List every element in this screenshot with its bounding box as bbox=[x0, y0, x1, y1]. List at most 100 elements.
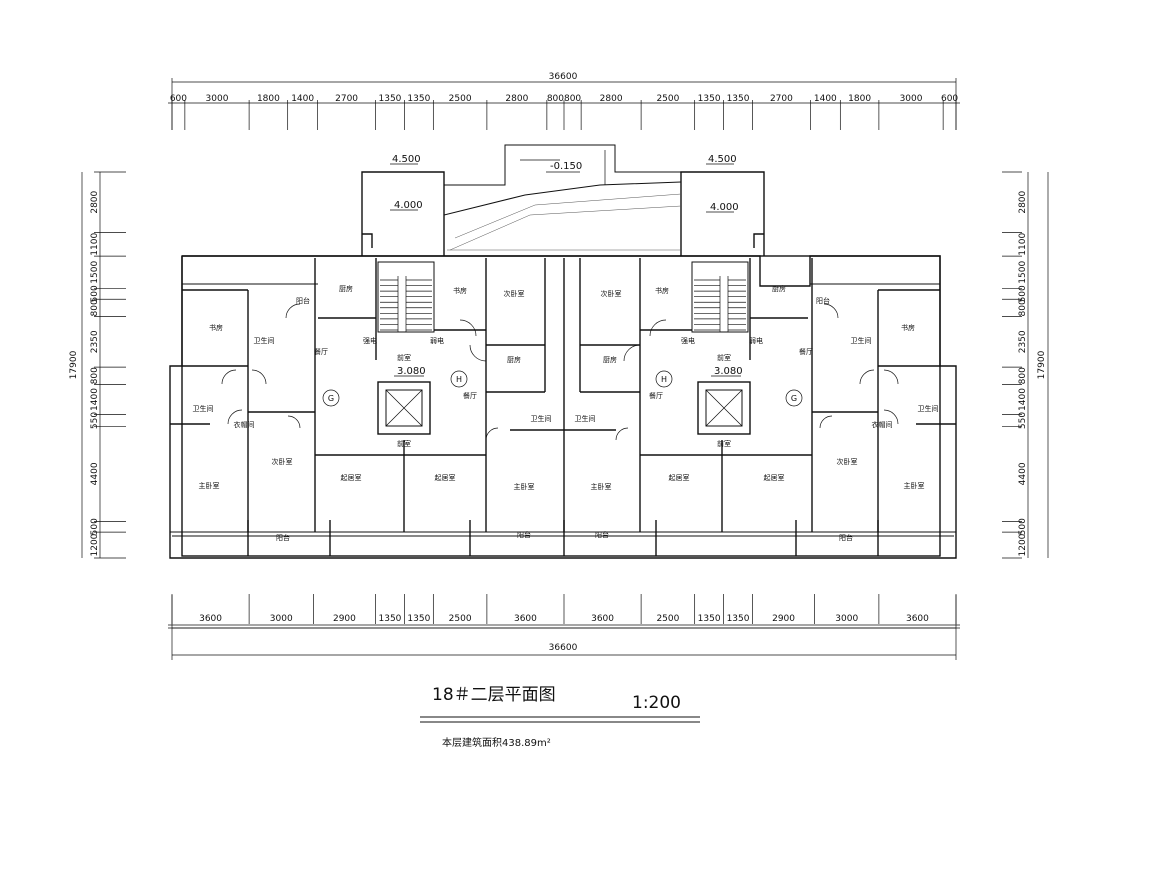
grid-marker-h-left: H bbox=[456, 375, 462, 384]
top-dimension-label: 1400 bbox=[291, 94, 314, 104]
top-dimension-label: 1800 bbox=[848, 94, 871, 104]
room-label: 书房 bbox=[209, 323, 223, 332]
grid-markers: G H H G bbox=[322, 370, 803, 407]
floor-area-note: 本层建筑面积438.89m² bbox=[442, 736, 551, 749]
bottom-dimension-label: 1350 bbox=[698, 614, 721, 624]
room-label: 厨房 bbox=[772, 284, 786, 293]
stair-core-right bbox=[691, 261, 751, 435]
right-dimension-label: 800 bbox=[1018, 299, 1028, 316]
level-roof-right: 4.500 bbox=[708, 154, 737, 165]
room-label: 次卧室 bbox=[504, 289, 525, 298]
bottom-dimension-label: 2500 bbox=[449, 614, 472, 624]
room-label: 餐厅 bbox=[463, 391, 477, 400]
room-label: 卫生间 bbox=[575, 414, 596, 423]
bottom-dimension-label: 3600 bbox=[591, 614, 614, 624]
right-total-dimension: 17900 bbox=[1037, 350, 1047, 379]
bottom-dimension-label: 1350 bbox=[407, 614, 430, 624]
top-dimension-label: 2700 bbox=[770, 94, 793, 104]
right-dimension-label: 1200 bbox=[1018, 533, 1028, 556]
room-label: 起居室 bbox=[764, 473, 785, 482]
room-label: 餐厅 bbox=[649, 391, 663, 400]
room-label: 书房 bbox=[453, 286, 467, 295]
level-stair-right: 3.080 bbox=[714, 366, 743, 377]
room-label: 阳台 bbox=[276, 533, 290, 542]
level-floor-left: 4.000 bbox=[394, 200, 423, 211]
room-labels: 书房 卫生间 厨房 阳台 餐厅 卫生间 衣帽间 主卧室 次卧室 起居室 阳台 书… bbox=[193, 284, 939, 542]
top-dimension-label: 2500 bbox=[656, 94, 679, 104]
room-label: 弱电 bbox=[749, 336, 763, 345]
room-label: 阳台 bbox=[816, 296, 830, 305]
top-dimension-label: 1350 bbox=[698, 94, 721, 104]
bottom-dimension-label: 2900 bbox=[333, 614, 356, 624]
drawing-scale: 1:200 bbox=[632, 693, 681, 713]
room-label: 阳台 bbox=[296, 296, 310, 305]
room-label: 书房 bbox=[655, 286, 669, 295]
room-label: 厨房 bbox=[339, 284, 353, 293]
top-dimension-label: 800 bbox=[547, 94, 564, 104]
room-label: 阳台 bbox=[595, 530, 609, 539]
right-dimension-label: 800 bbox=[1018, 367, 1028, 384]
room-label: 卫生间 bbox=[918, 404, 939, 413]
top-dimension-label: 1350 bbox=[727, 94, 750, 104]
interior-walls bbox=[170, 258, 956, 556]
room-label: 厨房 bbox=[603, 355, 617, 364]
room-label: 厨房 bbox=[507, 355, 521, 364]
room-label: 前室 bbox=[397, 439, 411, 448]
top-dimension-label: 3000 bbox=[206, 94, 229, 104]
room-label: 餐厅 bbox=[799, 347, 813, 356]
top-dimension-label: 1800 bbox=[257, 94, 280, 104]
top-dimension-label: 1350 bbox=[407, 94, 430, 104]
bottom-dimension-label: 3600 bbox=[199, 614, 222, 624]
left-dimension-label: 550 bbox=[90, 412, 100, 429]
room-label: 起居室 bbox=[435, 473, 456, 482]
room-label: 卫生间 bbox=[193, 404, 214, 413]
room-label: 强电 bbox=[681, 336, 695, 345]
left-dimension-label: 1400 bbox=[90, 388, 100, 411]
stair-core-left bbox=[377, 261, 435, 435]
left-dimension-label: 4400 bbox=[90, 462, 100, 485]
room-label: 主卧室 bbox=[904, 481, 925, 490]
top-dimension-label: 2800 bbox=[505, 94, 528, 104]
room-label: 阳台 bbox=[839, 533, 853, 542]
room-label: 衣帽间 bbox=[234, 420, 255, 429]
room-label: 起居室 bbox=[669, 473, 690, 482]
room-label: 主卧室 bbox=[199, 481, 220, 490]
right-dimension-label: 2350 bbox=[1018, 330, 1028, 353]
room-label: 次卧室 bbox=[272, 457, 293, 466]
bottom-dimension-label: 3600 bbox=[906, 614, 929, 624]
top-dimension-label: 600 bbox=[941, 94, 958, 104]
right-dimension-label: 4400 bbox=[1018, 462, 1028, 485]
room-label: 起居室 bbox=[341, 473, 362, 482]
room-label: 次卧室 bbox=[837, 457, 858, 466]
bottom-total-dimension: 36600 bbox=[549, 643, 578, 653]
right-dimension-label: 1100 bbox=[1018, 233, 1028, 256]
left-dimension-label: 1200 bbox=[90, 533, 100, 556]
left-dimension-label: 800 bbox=[90, 367, 100, 384]
top-dimension-label: 2800 bbox=[600, 94, 623, 104]
left-dimension-label: 800 bbox=[90, 299, 100, 316]
grid-marker-g-right: G bbox=[791, 394, 797, 403]
grid-marker-h-right: H bbox=[661, 375, 667, 384]
right-dimension-label: 2800 bbox=[1018, 190, 1028, 213]
room-label: 卫生间 bbox=[851, 336, 872, 345]
drawing-title: 18＃二层平面图 bbox=[432, 685, 556, 705]
top-dimension-label: 1350 bbox=[379, 94, 402, 104]
right-dimension-label: 1400 bbox=[1018, 388, 1028, 411]
bottom-dimension-label: 3600 bbox=[514, 614, 537, 624]
title-block: 18＃二层平面图 1:200 本层建筑面积438.89m² bbox=[420, 685, 700, 749]
bottom-dimension-label: 2500 bbox=[656, 614, 679, 624]
level-marks: 4.500 4.000 4.500 4.000 -0.150 3.080 3.0… bbox=[390, 154, 743, 377]
room-label: 阳台 bbox=[517, 530, 531, 539]
level-ramp: -0.150 bbox=[550, 161, 582, 172]
room-label: 次卧室 bbox=[601, 289, 622, 298]
left-dimension-label: 2350 bbox=[90, 330, 100, 353]
left-dimension-chain: 17900 2800110015005008002350800140055044… bbox=[69, 171, 126, 559]
room-label: 衣帽间 bbox=[872, 420, 893, 429]
level-roof-left: 4.500 bbox=[392, 154, 421, 165]
top-dimension-label: 2700 bbox=[335, 94, 358, 104]
level-stair-left: 3.080 bbox=[397, 366, 426, 377]
left-dimension-label: 1500 bbox=[90, 261, 100, 284]
